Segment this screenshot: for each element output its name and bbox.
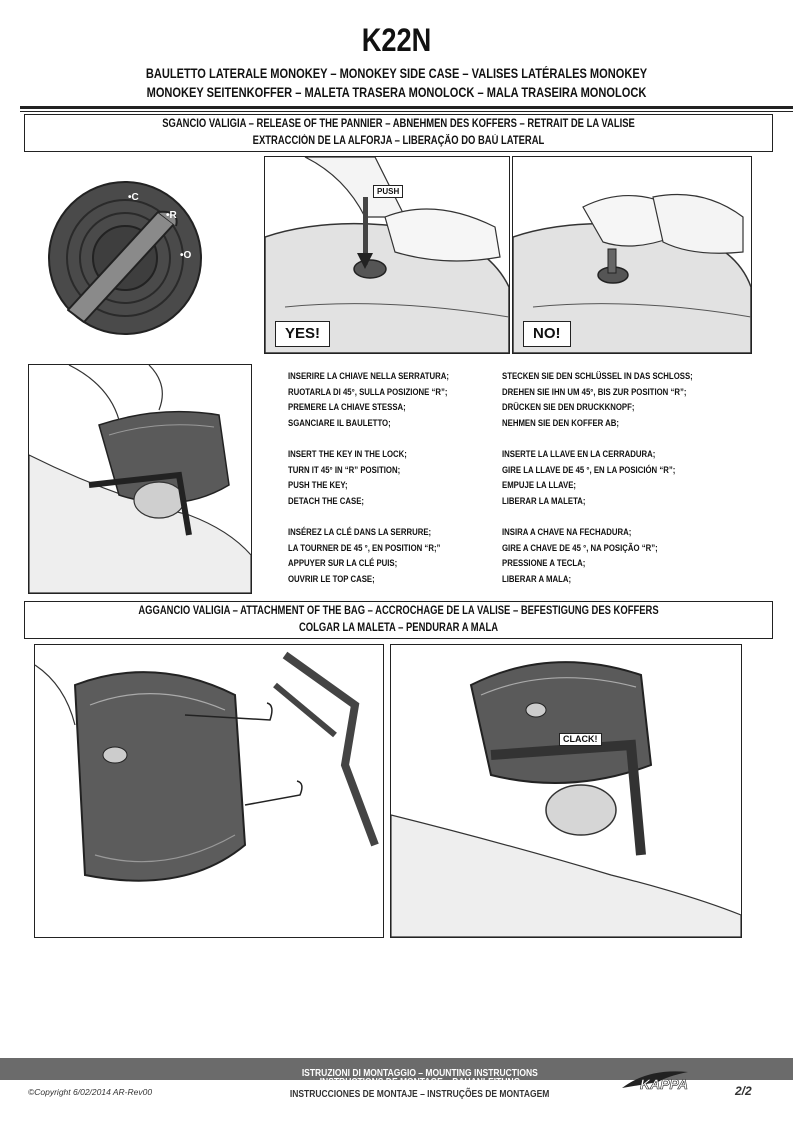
section-release-line-2: EXTRACCIÓN DE LA ALFORJA – LIBERAÇÃO DO … xyxy=(252,135,545,147)
dial-label-o: •O xyxy=(180,250,192,261)
instruction-line: INSERIRE LA CHIAVE NELLA SERRATURA; xyxy=(288,371,450,382)
instruction-line: INSÉREZ LA CLÉ DANS LA SERRURE; xyxy=(288,527,432,538)
footer-bar: ISTRUZIONI DI MONTAGGIO – MOUNTING INSTR… xyxy=(0,1058,793,1088)
instruction-line: PREMERE LA CHIAVE STESSA; xyxy=(288,402,406,413)
instructions-en: INSERT THE KEY IN THE LOCK; TURN IT 45° … xyxy=(288,447,449,509)
figure-push-key-wrong: NO! xyxy=(512,156,752,354)
section-attach-line-2: COLGAR LA MALETA – PENDURAR A MALA xyxy=(298,622,499,634)
header-rule-thick xyxy=(20,106,793,109)
instruction-line: EMPUJE LA LLAVE; xyxy=(502,480,577,491)
kappa-logo-icon: KAPPA xyxy=(622,1071,688,1092)
subtitle-line-1: BAULETTO LATERALE MONOKEY – MONOKEY SIDE… xyxy=(145,66,648,81)
footer-line-2: INSTRUCTIONS DE MONTAGE – BAUANLEITUNG xyxy=(319,1077,521,1088)
section-release-header: SGANCIO VALIGIA – RELEASE OF THE PANNIER… xyxy=(24,114,773,152)
case-with-key-wrong-illustration xyxy=(513,194,751,353)
instructions-es: INSERTE LA LLAVE EN LA CERRADURA; GIRE L… xyxy=(502,447,693,509)
instructions-it: INSERIRE LA CHIAVE NELLA SERRATURA; RUOT… xyxy=(288,369,449,431)
instruction-line: OUVRIR LE TOP CASE; xyxy=(288,573,375,585)
instructions-column-right: STECKEN SIE DEN SCHLÜSSEL IN DAS SCHLOSS… xyxy=(502,369,693,603)
instruction-line: DETACH THE CASE; xyxy=(288,495,365,507)
instruction-line: LA TOURNER DE 45 °, EN POSITION “R;” xyxy=(288,542,441,554)
instruction-line: APPUYER SUR LA CLÉ PUIS; xyxy=(288,558,398,569)
clack-label: CLACK! xyxy=(559,733,602,746)
instruction-line: DRÜCKEN SIE DEN DRUCKKNOPF; xyxy=(502,402,635,413)
kappa-logo: KAPPA xyxy=(618,1066,714,1099)
dial-label-r: •R xyxy=(166,210,177,221)
section-attach-line-1: AGGANCIO VALIGIA – ATTACHMENT OF THE BAG… xyxy=(138,605,659,617)
header-rule-thin xyxy=(20,111,793,112)
instruction-line: TURN IT 45° IN “R” POSITION; xyxy=(288,464,401,476)
copyright: ©Copyright 6/02/2014 AR-Rev00 xyxy=(28,1087,153,1097)
instructions-de: STECKEN SIE DEN SCHLÜSSEL IN DAS SCHLOSS… xyxy=(502,369,693,431)
instruction-line: INSERTE LA LLAVE EN LA CERRADURA; xyxy=(502,449,656,460)
instructions-column-left: INSERIRE LA CHIAVE NELLA SERRATURA; RUOT… xyxy=(288,369,449,603)
instructions-pt: INSIRA A CHAVE NA FECHADURA; GIRE A CHAV… xyxy=(502,525,693,587)
instructions-fr: INSÉREZ LA CLÉ DANS LA SERRURE; LA TOURN… xyxy=(288,525,449,587)
instruction-line: PRESSIONE A TECLA; xyxy=(502,558,586,569)
instruction-line: LIBERAR LA MALETA; xyxy=(502,495,586,507)
detach-case-illustration xyxy=(29,365,251,593)
instruction-line: INSIRA A CHAVE NA FECHADURA; xyxy=(502,527,632,538)
push-label: PUSH xyxy=(373,185,404,198)
footer-line-1: ISTRUZIONI DI MONTAGGIO – MOUNTING INSTR… xyxy=(302,1068,538,1079)
instruction-line: DREHEN SIE IHN UM 45°, BIS ZUR POSITION … xyxy=(502,386,687,398)
section-release-line-1: SGANCIO VALIGIA – RELEASE OF THE PANNIER… xyxy=(162,118,635,130)
footer-line-3: INSTRUCCIONES DE MONTAJE – INSTRUÇÕES DE… xyxy=(290,1089,550,1100)
instruction-line: SGANCIARE IL BAULETTO; xyxy=(288,417,391,429)
no-badge: NO! xyxy=(523,321,571,347)
dial-label-c: •C xyxy=(128,192,139,203)
instruction-line: GIRE LA LLAVE DE 45 °, EN LA POSICIÓN “R… xyxy=(502,464,676,476)
instruction-line: PUSH THE KEY; xyxy=(288,480,348,491)
case-with-key-illustration xyxy=(265,157,509,353)
svg-text:KAPPA: KAPPA xyxy=(640,1076,688,1092)
instruction-line: RUOTARLA DI 45°, SULLA POSIZIONE “R”; xyxy=(288,386,448,398)
hang-case-illustration xyxy=(35,651,379,882)
instruction-line: STECKEN SIE DEN SCHLÜSSEL IN DAS SCHLOSS… xyxy=(502,371,693,382)
lock-dial-icon xyxy=(48,181,202,335)
page-number: 2/2 xyxy=(735,1084,752,1098)
figure-attach-clack: CLACK! xyxy=(390,644,742,938)
instruction-line: INSERT THE KEY IN THE LOCK; xyxy=(288,449,407,460)
instruction-line: LIBERAR A MALA; xyxy=(502,573,572,585)
figure-hang-case xyxy=(34,644,384,938)
instruction-line: GIRE A CHAVE DE 45 °, NA POSIÇÃO “R”; xyxy=(502,542,658,554)
section-attach-header: AGGANCIO VALIGIA – ATTACHMENT OF THE BAG… xyxy=(24,601,773,639)
instruction-line: NEHMEN SIE DEN KOFFER AB; xyxy=(502,417,620,429)
yes-badge: YES! xyxy=(275,321,331,347)
model-code: K22N xyxy=(361,22,432,58)
figure-push-key-correct: PUSH YES! xyxy=(264,156,510,354)
lock-dial-figure: •C •R •O xyxy=(40,180,210,350)
figure-detach-case xyxy=(28,364,252,594)
subtitle-line-2: MONOKEY SEITENKOFFER – MALETA TRASERA MO… xyxy=(146,85,647,100)
attached-case-illustration xyxy=(391,661,741,937)
